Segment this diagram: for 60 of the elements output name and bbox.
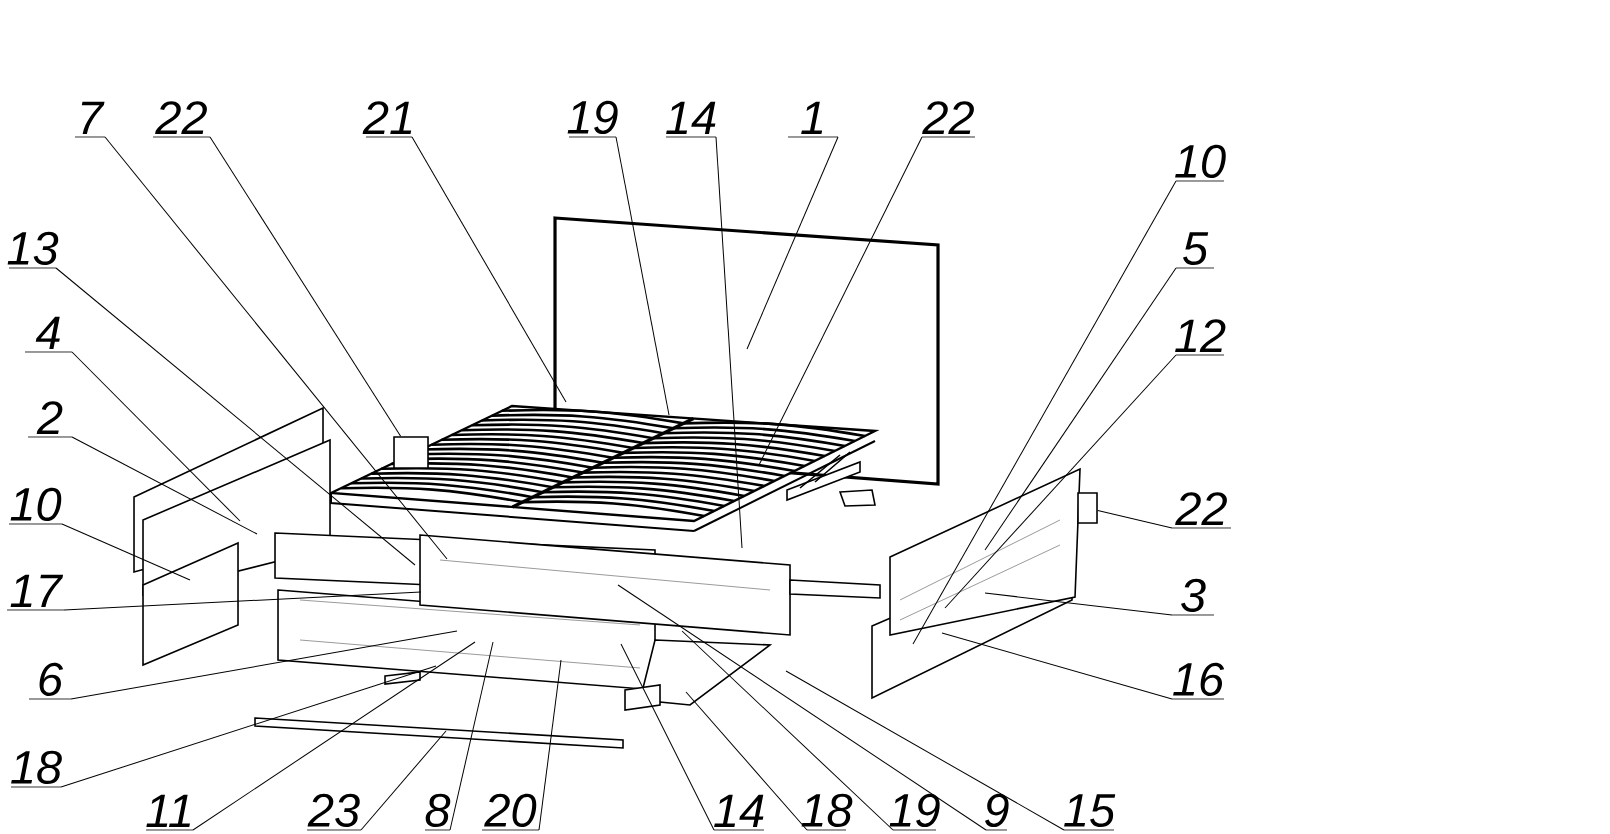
callout-number: 14 — [665, 101, 717, 138]
callout-number: 15 — [1063, 794, 1116, 831]
leader-line — [71, 351, 241, 522]
leader-line — [984, 267, 1177, 551]
leader-line — [617, 584, 987, 831]
leader-line — [1097, 509, 1173, 529]
leader-line — [912, 180, 1177, 645]
callout-number: 22 — [152, 101, 211, 138]
callout-number: 20 — [481, 793, 540, 831]
callout-number: 19 — [889, 793, 940, 831]
callout-number: 12 — [1175, 319, 1226, 356]
callout-number: 9 — [985, 793, 1009, 831]
leader-line — [70, 630, 458, 700]
leader-line — [71, 436, 258, 535]
leader-line — [746, 136, 839, 350]
callout-number: 13 — [7, 231, 59, 269]
callout-number: 14 — [713, 794, 765, 831]
leader-line — [104, 136, 448, 560]
leader-line — [758, 136, 923, 466]
leader-line — [944, 354, 1177, 609]
callout-number: 7 — [74, 101, 106, 138]
leader-line — [984, 592, 1173, 616]
callout-number: 4 — [24, 316, 73, 353]
callout-number: 11 — [145, 794, 194, 831]
leader-line — [360, 730, 447, 831]
callout-number: 22 — [921, 101, 976, 138]
leader-line — [192, 641, 476, 831]
leader-line — [209, 136, 402, 437]
callout-number: 23 — [306, 793, 362, 831]
leader-line — [681, 630, 894, 831]
callout-number: 5 — [1175, 232, 1215, 269]
leader-line — [620, 643, 715, 831]
callout-number: 16 — [1171, 662, 1225, 700]
callout-number: 22 — [1171, 492, 1232, 529]
leader-line — [411, 136, 567, 403]
leader-line — [449, 641, 494, 831]
callout-number: 19 — [567, 100, 618, 138]
callout-number: 10 — [8, 487, 63, 525]
bracket — [1077, 492, 1098, 524]
leader-line — [538, 659, 562, 831]
leader-line — [715, 136, 743, 549]
leader-line — [63, 591, 422, 611]
callout-number: 17 — [6, 574, 65, 611]
leader-line — [55, 267, 416, 566]
leader-line — [60, 665, 437, 788]
leader-line — [785, 670, 1065, 831]
callout-number: 18 — [10, 750, 62, 788]
callout-number: 21 — [362, 101, 413, 138]
callout-number: 1 — [787, 101, 839, 138]
callout-number: 3 — [1171, 578, 1215, 616]
callout-number: 8 — [424, 793, 451, 831]
callout-number: 6 — [28, 662, 72, 700]
leader-line — [615, 136, 670, 416]
callout-number: 2 — [27, 401, 73, 438]
bracket — [393, 436, 429, 469]
callout-number: 18 — [801, 793, 853, 831]
leader-line — [685, 691, 808, 831]
callout-number: 10 — [1175, 144, 1226, 182]
leader-line — [941, 632, 1173, 700]
leader-line — [61, 523, 191, 581]
